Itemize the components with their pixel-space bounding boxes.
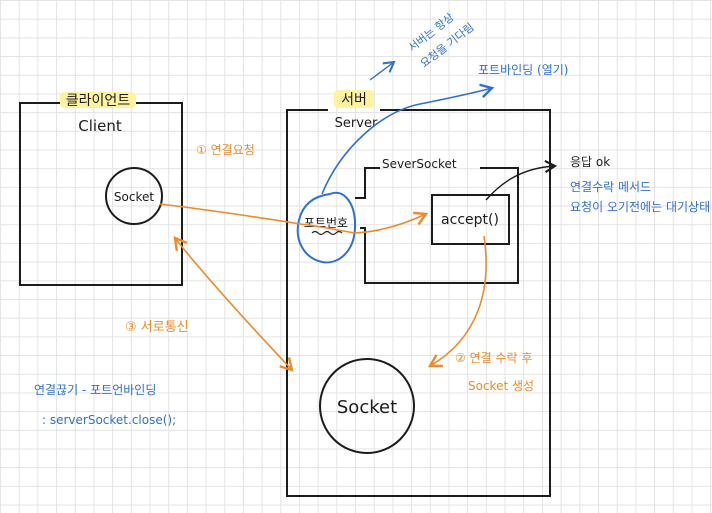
communication-arrow	[173, 236, 294, 372]
close-label-2: : serverSocket.close();	[42, 413, 176, 427]
close-label-1: 연결끊기 - 포트언바인딩	[34, 383, 156, 397]
server-socket-circle	[319, 358, 415, 454]
server-box	[286, 109, 551, 497]
accept-box	[431, 194, 510, 245]
after-accept-label-2: Socket 생성	[468, 379, 534, 393]
server-socket-label: SeverSocket	[382, 157, 457, 171]
accept-to-socket-arrow	[427, 235, 487, 368]
connect-request-arrow	[159, 203, 429, 234]
client-title-ko: 클라이언트	[66, 93, 131, 109]
port-binding-arrow	[321, 83, 495, 195]
server-wait-arrow	[369, 60, 396, 81]
client-socket-label: Socket	[114, 190, 154, 204]
client-title-highlight	[60, 92, 136, 108]
response-ok-arrow	[485, 160, 558, 201]
server-title-en: Server	[335, 116, 378, 131]
communication-label: ③ 서로통신	[125, 320, 189, 335]
port-binding-label: 포트바인딩 (열기)	[478, 63, 568, 77]
port-circle	[296, 191, 357, 264]
server-title-highlight	[334, 90, 374, 108]
response-ok-label: 응답 ok	[570, 155, 610, 169]
connect-request-label: ① 연결요청	[196, 143, 255, 157]
accept-desc-label-2: 요청이 오기전에는 대기상태	[570, 200, 710, 214]
port-underline	[311, 230, 343, 236]
client-socket-circle	[105, 167, 163, 225]
accept-desc-label-1: 연결수락 메서드	[570, 180, 651, 194]
server-socket-box	[355, 167, 519, 284]
after-accept-label-1: ② 연결 수락 후	[455, 351, 532, 365]
client-title-en: Client	[78, 117, 122, 135]
accept-label: accept()	[441, 212, 499, 228]
client-box	[19, 102, 183, 286]
server-title-ko: 서버	[341, 92, 367, 108]
server-socket-circle-label: Socket	[337, 397, 397, 418]
